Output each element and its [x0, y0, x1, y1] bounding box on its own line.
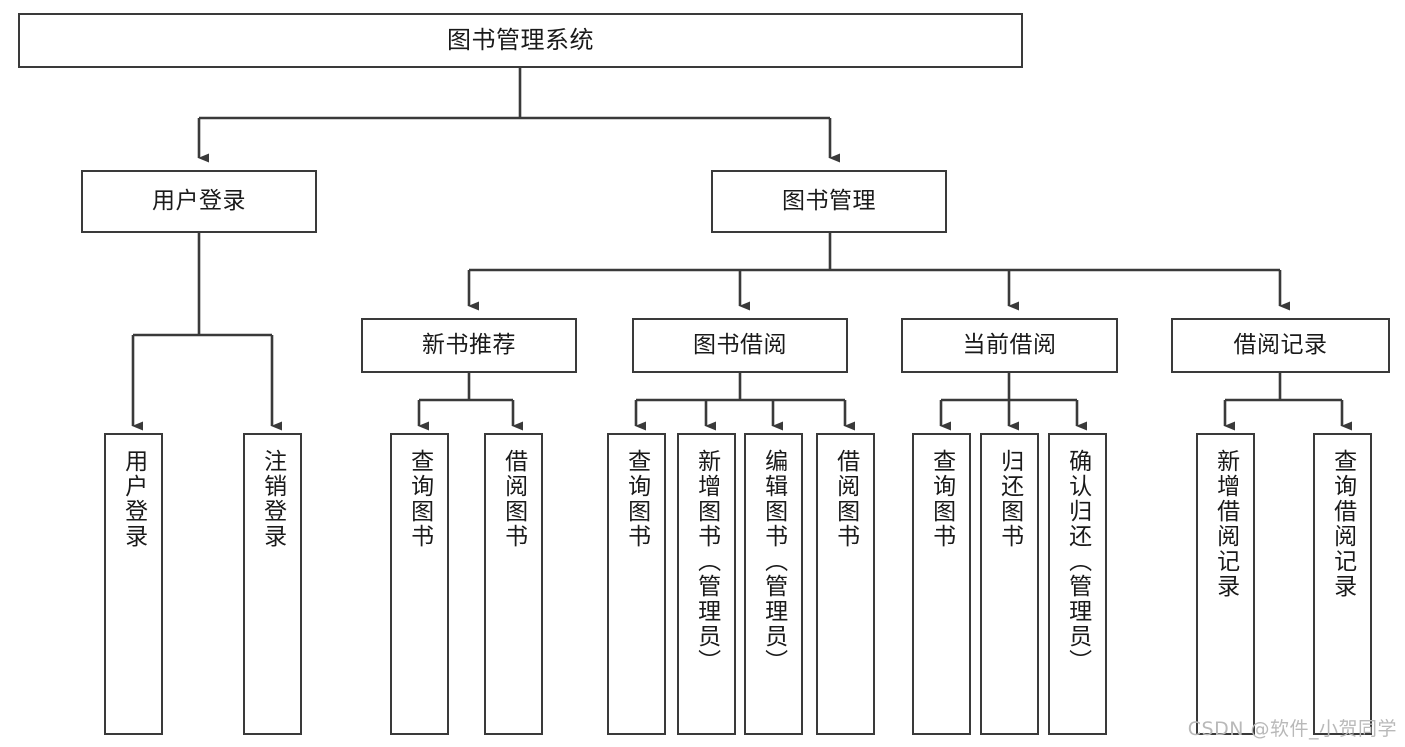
node-root-book-management-system[interactable]: 图书管理系统 [18, 13, 1023, 68]
node-book-management[interactable]: 图书管理 [711, 170, 947, 233]
node-borrowing-record[interactable]: 借阅记录 [1171, 318, 1390, 373]
node-label: 查询借阅记录 [1329, 449, 1356, 599]
node-label: 归还图书 [996, 449, 1023, 549]
node-label: 新增图书（管理员） [693, 449, 720, 674]
leaf-query-book-borrowing[interactable]: 查询图书 [607, 433, 666, 735]
node-label: 借阅记录 [1233, 332, 1328, 359]
leaf-add-borrowing-record[interactable]: 新增借阅记录 [1196, 433, 1255, 735]
leaf-logout-login[interactable]: 注销登录 [243, 433, 302, 735]
node-label: 确认归还（管理员） [1064, 449, 1091, 674]
node-new-book-recommendation[interactable]: 新书推荐 [361, 318, 577, 373]
node-label: 用户登录 [152, 188, 246, 215]
node-label: 查询图书 [623, 449, 650, 549]
node-label: 注销登录 [259, 449, 286, 549]
node-label: 当前借阅 [962, 332, 1057, 359]
leaf-borrow-book-recommendation[interactable]: 借阅图书 [484, 433, 543, 735]
leaf-user-login[interactable]: 用户登录 [104, 433, 163, 735]
node-label: 新书推荐 [422, 332, 516, 359]
leaf-edit-book-admin[interactable]: 编辑图书（管理员） [744, 433, 803, 735]
node-current-borrowing[interactable]: 当前借阅 [901, 318, 1118, 373]
node-label: 借阅图书 [832, 449, 859, 549]
node-user-login[interactable]: 用户登录 [81, 170, 317, 233]
node-label: 借阅图书 [500, 449, 527, 549]
watermark-text: CSDN @软件_小贺同学 [1187, 718, 1397, 740]
node-label: 图书管理 [782, 188, 876, 215]
leaf-borrow-book-borrowing[interactable]: 借阅图书 [816, 433, 875, 735]
node-book-borrowing[interactable]: 图书借阅 [632, 318, 848, 373]
leaf-query-book-recommendation[interactable]: 查询图书 [390, 433, 449, 735]
leaf-query-borrowing-record[interactable]: 查询借阅记录 [1313, 433, 1372, 735]
node-label: 编辑图书（管理员） [760, 449, 787, 674]
leaf-query-book-current[interactable]: 查询图书 [912, 433, 971, 735]
leaf-confirm-return-admin[interactable]: 确认归还（管理员） [1048, 433, 1107, 735]
node-label: 查询图书 [406, 449, 433, 549]
node-label: 图书管理系统 [447, 25, 594, 54]
node-label: 用户登录 [120, 449, 147, 549]
leaf-add-book-admin[interactable]: 新增图书（管理员） [677, 433, 736, 735]
node-label: 查询图书 [928, 449, 955, 549]
node-label: 新增借阅记录 [1212, 449, 1239, 599]
node-label: 图书借阅 [693, 332, 787, 359]
leaf-return-book[interactable]: 归还图书 [980, 433, 1039, 735]
